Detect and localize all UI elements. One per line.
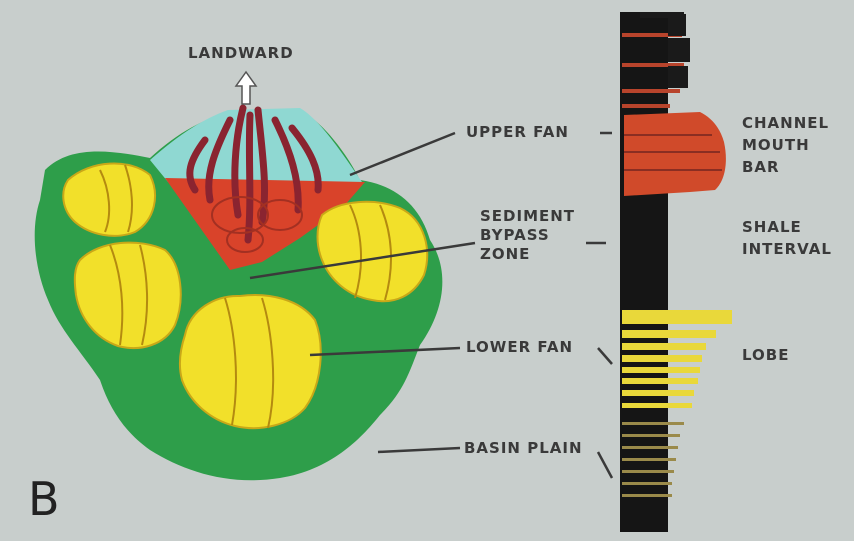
channel-mouth-bar-bed: [624, 112, 726, 196]
panel-letter: B: [28, 472, 60, 526]
landward-label: LANDWARD: [188, 44, 294, 63]
channel-mouth-bar-line-1: CHANNEL: [742, 114, 829, 133]
sediment-bypass-zone-line-2: BYPASS: [480, 226, 575, 245]
channel-mouth-bar-label: CHANNEL MOUTH BAR: [742, 114, 829, 177]
channel-mouth-bar-line-2: MOUTH: [742, 136, 829, 155]
sediment-bypass-zone-line-1: SEDIMENT: [480, 207, 575, 226]
landward-arrow: [236, 72, 256, 104]
shale-interval-line-1: SHALE: [742, 218, 832, 237]
shale-interval-label: SHALE INTERVAL: [742, 218, 832, 259]
basin-plain-label: BASIN PLAIN: [464, 439, 583, 458]
lobe-lower-center: [180, 295, 321, 428]
channel-mouth-bar-line-3: BAR: [742, 158, 829, 177]
upper-fan-label: UPPER FAN: [466, 123, 569, 142]
lobe-label: LOBE: [742, 346, 789, 365]
shale-interval-line-2: INTERVAL: [742, 240, 832, 259]
sediment-bypass-zone-label: SEDIMENT BYPASS ZONE: [480, 207, 575, 264]
lower-fan-label: LOWER FAN: [466, 338, 573, 357]
sediment-bypass-zone-line-3: ZONE: [480, 245, 575, 264]
stratigraphic-column: [620, 12, 732, 532]
